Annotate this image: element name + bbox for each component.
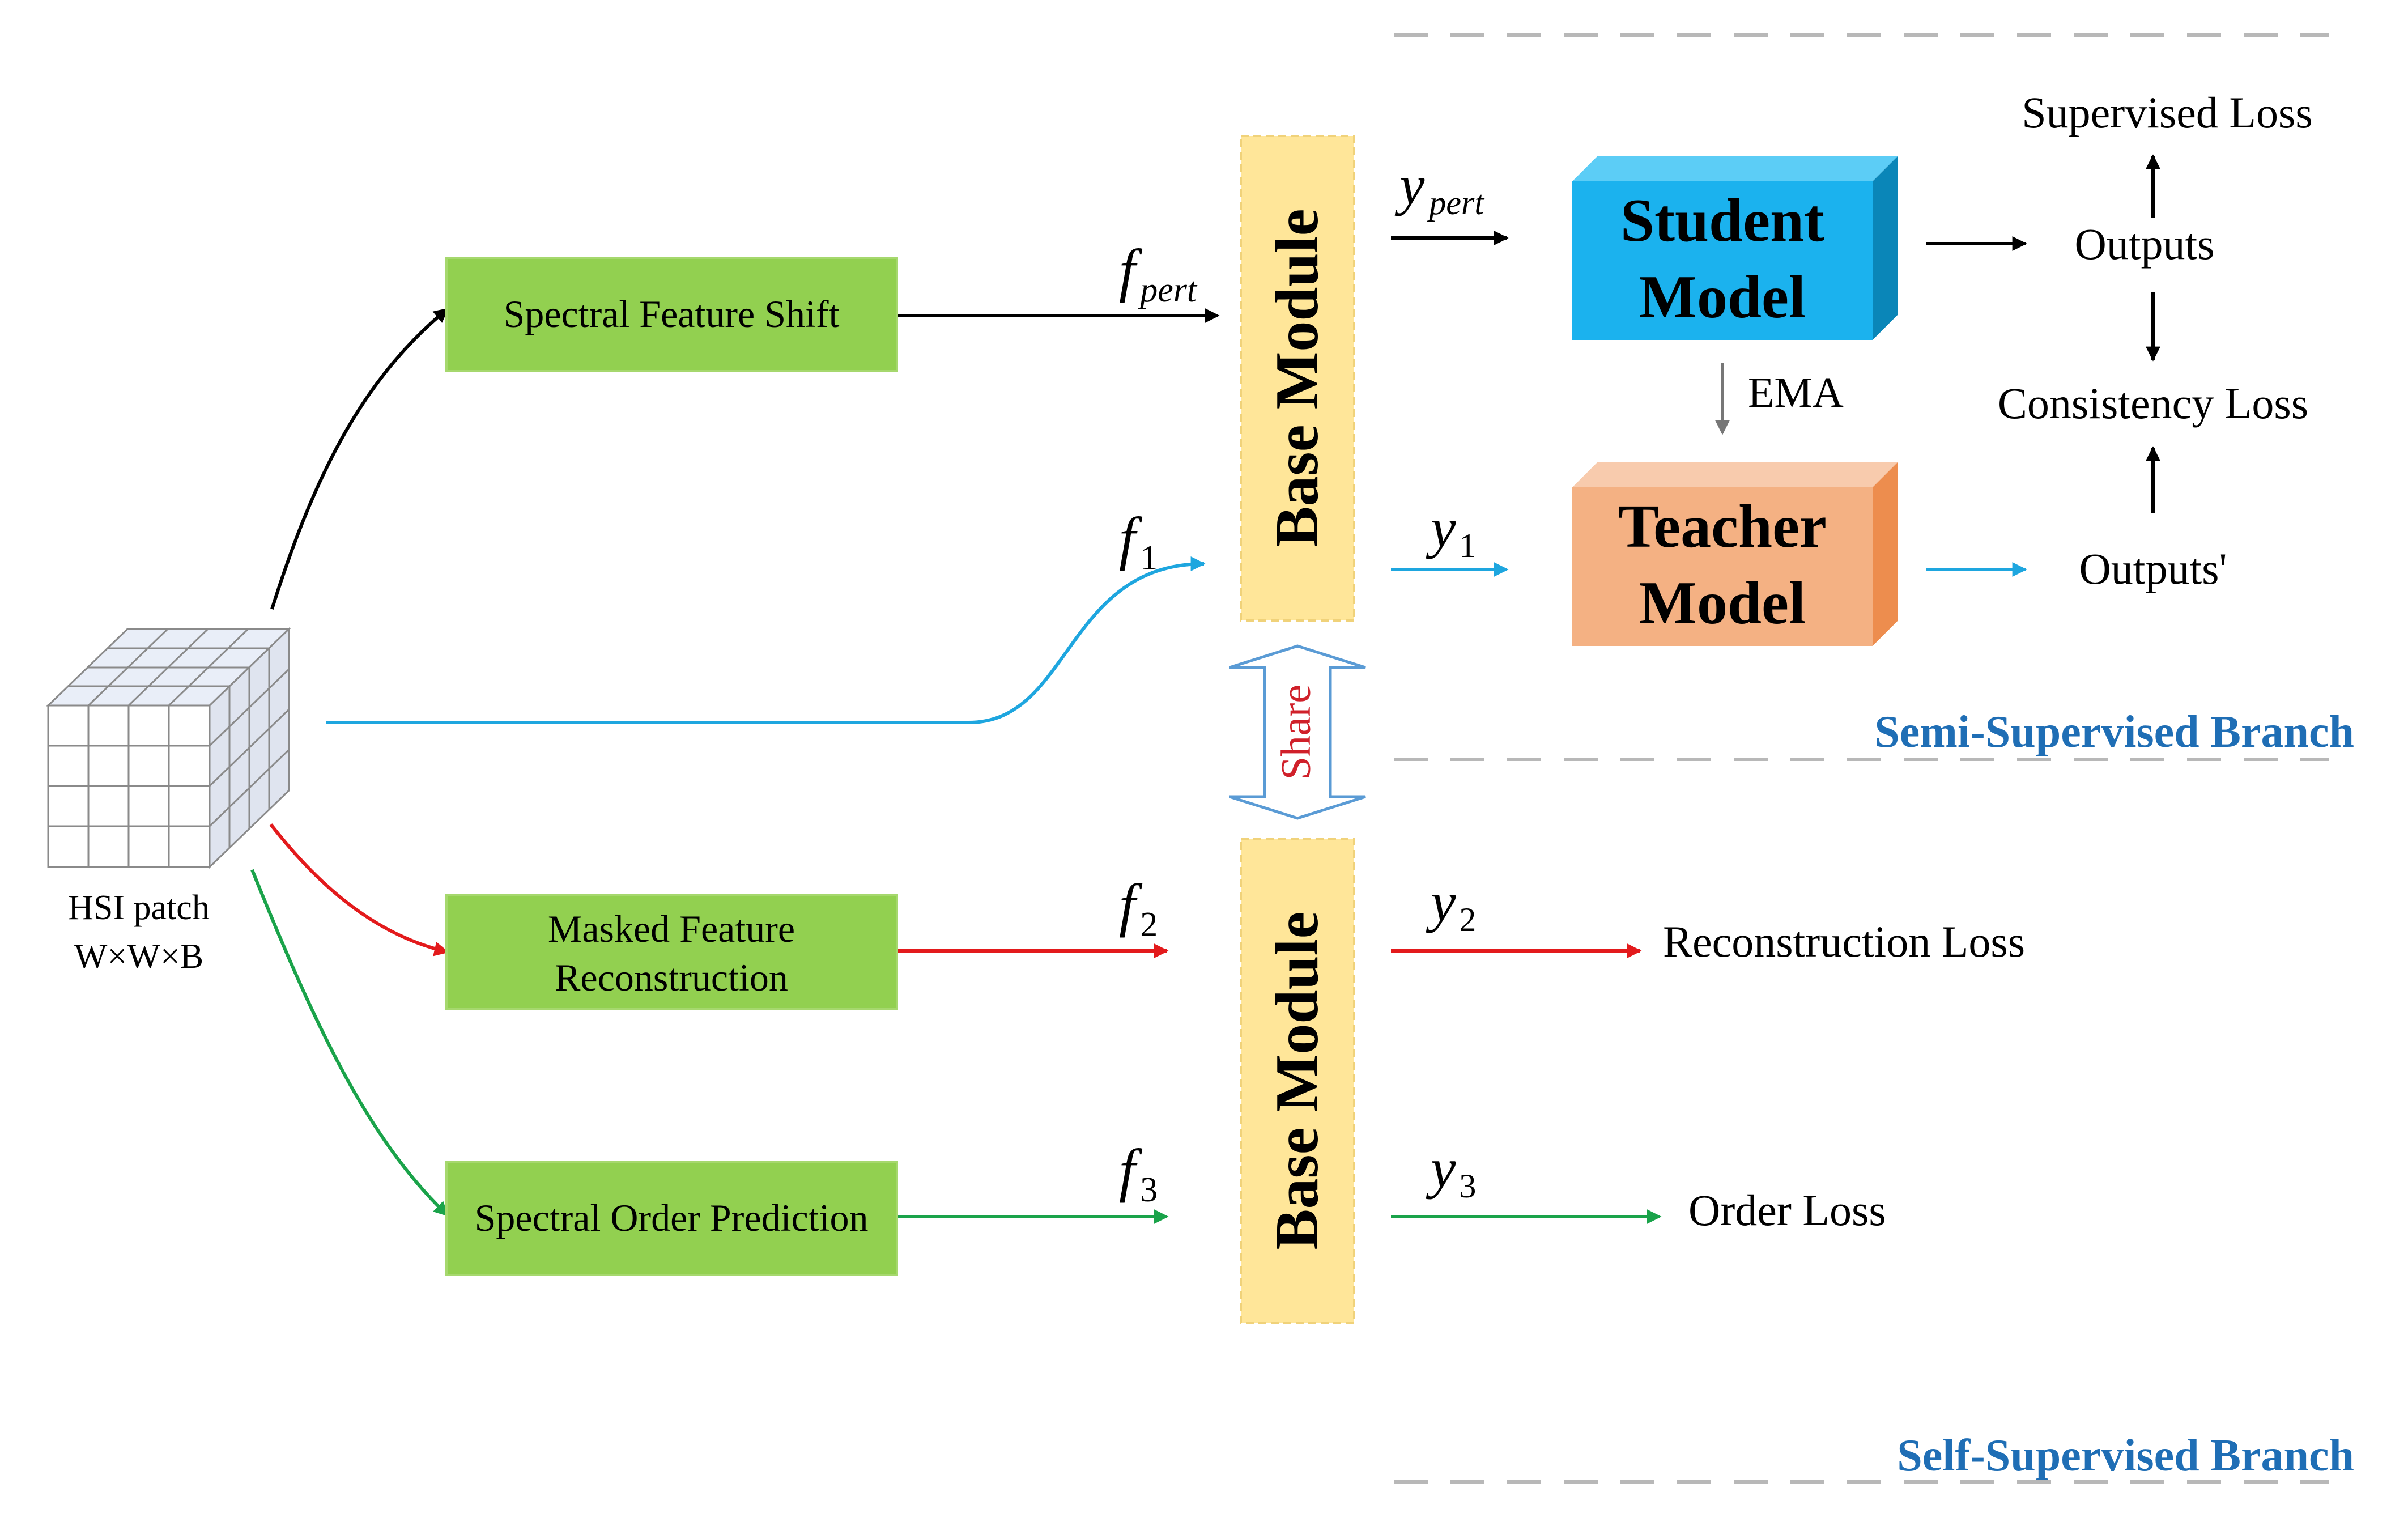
student-label-line1: Student xyxy=(1620,187,1824,254)
share-label: Share xyxy=(1273,685,1320,780)
consistency-loss-label: Consistency Loss xyxy=(1998,379,2308,428)
masked-feature-label-line1: Masked Feature xyxy=(548,907,795,950)
outputs-label: Outputs xyxy=(2074,219,2214,269)
hsi-patch-label: HSI patch xyxy=(68,889,210,927)
spectral-feature-shift-box xyxy=(445,257,898,372)
base-module-top-label: Base Module xyxy=(1263,209,1331,547)
dashed-separators xyxy=(1394,33,2329,1484)
arrow-cube-to-masked xyxy=(269,823,449,957)
spectral-feature-shift-label: Spectral Feature Shift xyxy=(504,292,840,335)
teacher-label-line1: Teacher xyxy=(1618,493,1827,560)
student-side xyxy=(1873,156,1898,340)
hsi-patch-size: W×W×B xyxy=(74,937,203,976)
student-front xyxy=(1572,181,1873,340)
ema-label: EMA xyxy=(1748,369,1844,416)
spectral-order-prediction-label: Spectral Order Prediction xyxy=(475,1196,869,1239)
teacher-top xyxy=(1572,462,1898,487)
self-supervised-branch-label: Self-Supervised Branch xyxy=(1897,1431,2354,1481)
masked-feature-label-line2: Reconstruction xyxy=(555,956,788,999)
base-module-bottom-label: Base Module xyxy=(1263,911,1331,1249)
outputs-prime-label: Outputs' xyxy=(2079,544,2227,593)
spectral-order-prediction-box xyxy=(445,1161,898,1276)
supervised-loss-label: Supervised Loss xyxy=(2022,88,2312,137)
arrow-cube-to-order xyxy=(250,869,449,1217)
masked-feature-reconstruction-box xyxy=(445,894,898,1010)
teacher-model-box xyxy=(1572,462,1898,646)
teacher-front xyxy=(1572,487,1873,646)
student-top xyxy=(1572,156,1898,181)
teacher-label-line2: Model xyxy=(1639,569,1806,637)
order-loss-label: Order Loss xyxy=(1688,1185,1886,1235)
student-label-line2: Model xyxy=(1639,263,1806,331)
student-model-box xyxy=(1572,156,1898,340)
hsi-cube-icon xyxy=(46,627,291,869)
arrow-cube-to-f1 xyxy=(326,556,1206,724)
reconstruction-loss-label: Reconstruction Loss xyxy=(1663,917,2025,966)
cube-grid xyxy=(48,628,290,867)
semi-supervised-branch-label: Semi-Supervised Branch xyxy=(1874,707,2354,757)
arrow-cube-to-shift xyxy=(270,307,449,610)
base-module-bottom xyxy=(1240,838,1355,1324)
share-double-arrow xyxy=(1229,644,1366,820)
teacher-side xyxy=(1873,462,1898,646)
base-module-top xyxy=(1240,135,1355,622)
